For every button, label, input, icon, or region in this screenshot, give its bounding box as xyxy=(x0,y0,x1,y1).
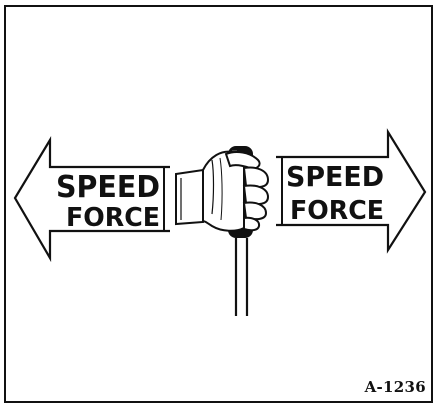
right-arrow-line1: SPEED xyxy=(286,160,384,193)
right-arrow-line2: FORCE xyxy=(290,196,384,226)
left-arrow-line2: FORCE xyxy=(66,203,160,233)
figure-label: A-1236 xyxy=(364,378,426,396)
hand-gripping-lever-icon xyxy=(175,150,270,232)
left-arrow-icon xyxy=(13,136,170,263)
left-arrow-line1: SPEED xyxy=(56,170,160,205)
right-arrow-icon xyxy=(276,128,427,254)
